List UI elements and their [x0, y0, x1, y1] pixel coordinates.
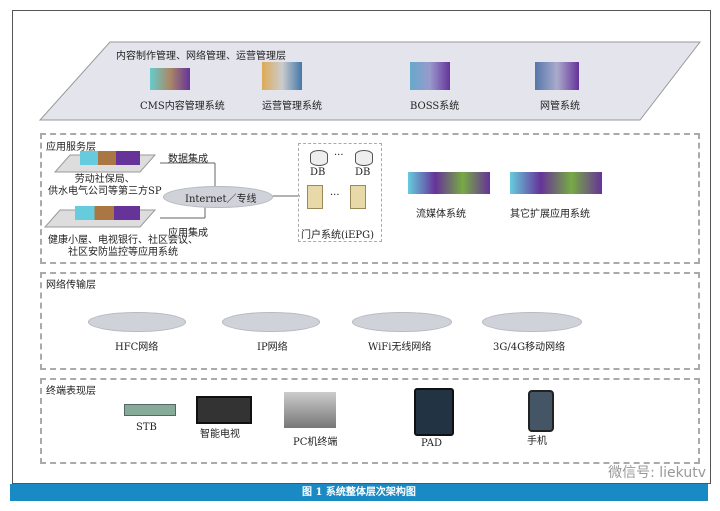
ellipsis: ··· — [330, 190, 340, 201]
device-stb: STB — [136, 422, 157, 433]
portal-system-box — [298, 143, 382, 242]
network-ip: IP网络 — [257, 342, 288, 353]
watermark: 微信号: liekutv — [608, 465, 706, 481]
network-wifi: WiFi无线网络 — [368, 342, 432, 353]
server-icon — [307, 185, 323, 209]
application-layer-title: 应用服务层 — [46, 142, 96, 153]
figure-frame — [12, 10, 711, 484]
pc-icon — [284, 392, 336, 428]
system-network-mgmt: 网管系统 — [540, 101, 580, 112]
database-icon — [355, 150, 373, 166]
ellipsis: ··· — [334, 150, 344, 161]
operation-icon — [262, 62, 302, 90]
device-pad: PAD — [421, 438, 443, 449]
application-layer — [40, 133, 700, 264]
server-icon — [350, 185, 366, 209]
streaming-label: 流媒体系统 — [416, 209, 466, 220]
caption-text: 图 1 系统整体层次架构图 — [302, 487, 416, 498]
network-hfc: HFC网络 — [115, 342, 159, 353]
management-platform — [38, 41, 702, 121]
streaming-system-icon — [408, 172, 490, 194]
stb-icon — [124, 404, 176, 416]
device-smart-tv: 智能电视 — [200, 429, 240, 440]
terminal-layer-title: 终端表现层 — [46, 386, 96, 397]
cloud-icon — [222, 312, 320, 332]
cloud-icon — [88, 312, 186, 332]
network-layer-title: 网络传输层 — [46, 280, 96, 291]
device-pc: PC机终端 — [293, 437, 338, 448]
system-boss: BOSS系统 — [410, 101, 460, 112]
internet-label: Internet／专线 — [185, 194, 257, 205]
db-label: DB — [310, 167, 326, 178]
extension-label: 其它扩展应用系统 — [510, 209, 590, 220]
third-party-servers-icon — [80, 151, 140, 165]
network-mobile: 3G/4G移动网络 — [493, 342, 566, 353]
boss-icon — [410, 62, 450, 90]
cloud-icon — [352, 312, 452, 332]
network-mgmt-icon — [535, 62, 579, 90]
terminal-layer — [40, 378, 700, 464]
extension-system-icon — [510, 172, 602, 194]
db-label: DB — [355, 167, 371, 178]
management-layer-title: 内容制作管理、网络管理、运营管理层 — [116, 51, 286, 62]
phone-icon — [528, 390, 554, 432]
database-icon — [310, 150, 328, 166]
device-phone: 手机 — [527, 436, 547, 447]
internet-cloud-icon — [163, 186, 273, 208]
figure-caption: 图 1 系统整体层次架构图 — [10, 484, 708, 501]
cloud-icon — [482, 312, 582, 332]
third-party-label: 劳动社保局、 供水电气公司等第三方SP — [48, 174, 162, 197]
system-operation: 运营管理系统 — [262, 101, 322, 112]
data-integration-label: 数据集成 — [168, 154, 208, 165]
cms-icon — [150, 68, 190, 90]
community-servers-icon — [75, 206, 140, 220]
portal-label: 门户系统(iEPG) — [301, 230, 375, 241]
network-layer — [40, 272, 700, 370]
community-apps-label: 健康小屋、电视银行、社区会议、 社区安防监控等应用系统 — [48, 235, 198, 258]
smart-tv-icon — [196, 396, 252, 424]
pad-icon — [414, 388, 454, 436]
system-cms: CMS内容管理系统 — [140, 101, 225, 112]
app-integration-label: 应用集成 — [168, 228, 208, 239]
